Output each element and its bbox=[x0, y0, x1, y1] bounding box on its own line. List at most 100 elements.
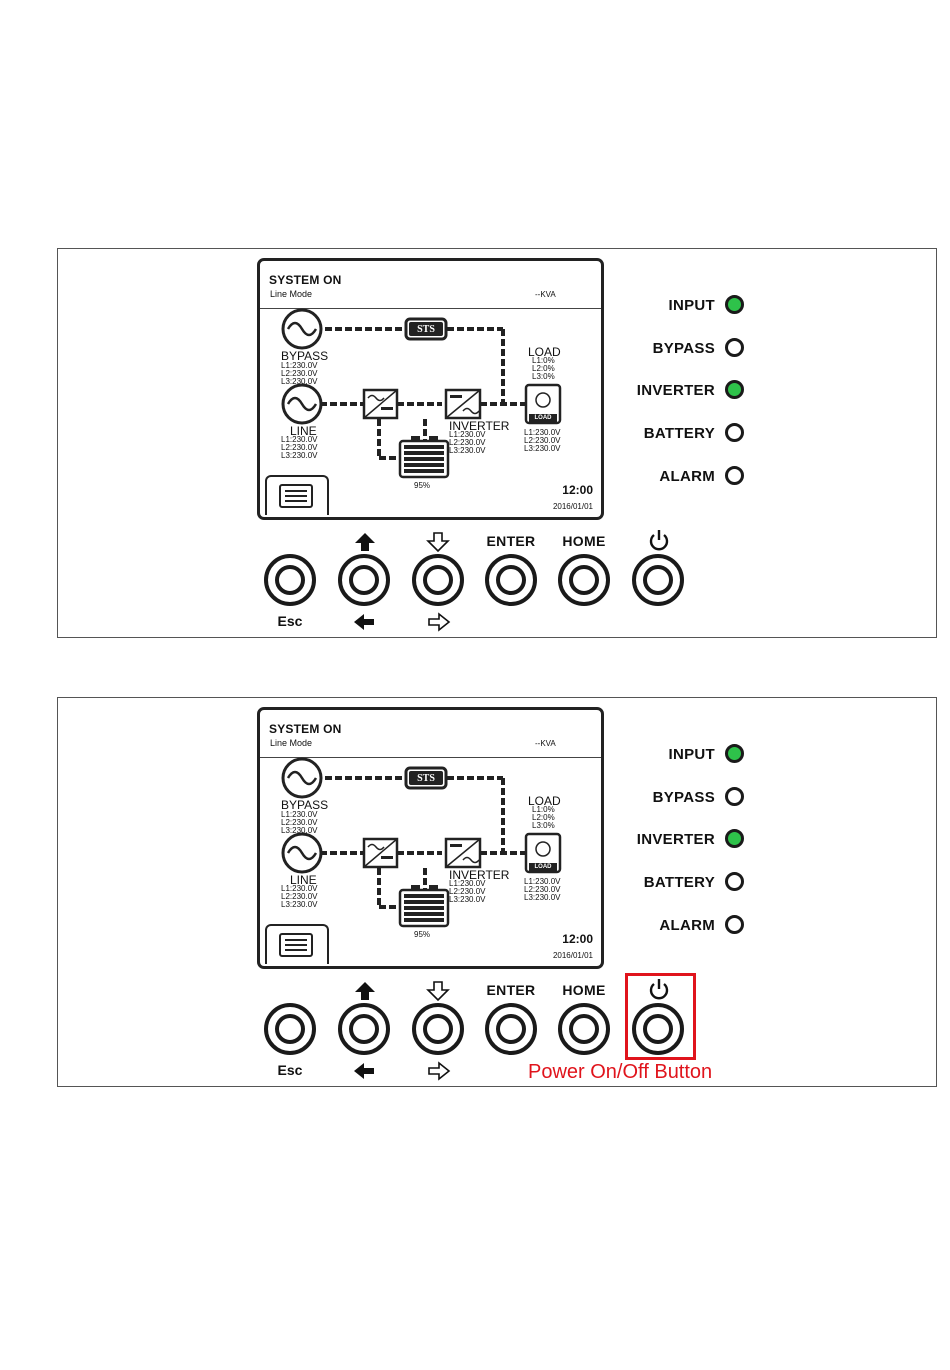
alarm-led-icon bbox=[725, 466, 744, 485]
keypad: Esc ENTER HOME bbox=[58, 529, 938, 639]
battery-percent: 95% bbox=[414, 930, 431, 939]
line-l1: L1:230.0V bbox=[281, 435, 318, 444]
led-row-battery: BATTERY bbox=[632, 421, 747, 447]
operation-mode: Line Mode bbox=[270, 289, 313, 299]
down-right-key[interactable] bbox=[412, 1003, 464, 1055]
inverter-l2: L2:230.0V bbox=[449, 887, 486, 896]
load-pct-l3: L3:0% bbox=[532, 372, 555, 381]
inverter-l3: L3:230.0V bbox=[449, 895, 486, 904]
lcd-header bbox=[260, 710, 601, 758]
led-label-battery: BATTERY bbox=[643, 425, 715, 442]
battery-led-icon bbox=[725, 872, 744, 891]
arrow-left-icon bbox=[354, 614, 374, 630]
power-button-highlight bbox=[625, 973, 696, 1060]
input-led-icon bbox=[725, 744, 744, 763]
led-row-bypass: BYPASS bbox=[632, 336, 747, 362]
load-pct-l1: L1:0% bbox=[532, 805, 555, 814]
up-left-key[interactable] bbox=[338, 554, 390, 606]
inverter-l1: L1:230.0V bbox=[449, 430, 486, 439]
esc-key-label: Esc bbox=[277, 1062, 303, 1078]
led-row-alarm: ALARM bbox=[632, 464, 747, 490]
arrow-down-icon bbox=[426, 532, 450, 553]
load-label: LOAD bbox=[528, 794, 561, 808]
keypad: Esc ENTER HOME bbox=[58, 978, 938, 1088]
load-label: LOAD bbox=[528, 345, 561, 359]
menu-tab[interactable] bbox=[265, 924, 329, 964]
bypass-led-icon bbox=[725, 338, 744, 357]
bypass-led-icon bbox=[725, 787, 744, 806]
led-row-battery: BATTERY bbox=[632, 870, 747, 896]
line-l2: L2:230.0V bbox=[281, 892, 318, 901]
clock-time: 12:00 bbox=[562, 932, 593, 946]
load-icon-text: LOAD bbox=[534, 864, 552, 870]
load-pct-l3: L3:0% bbox=[532, 821, 555, 830]
bypass-l2: L2:230.0V bbox=[281, 818, 318, 827]
home-key[interactable] bbox=[558, 1003, 610, 1055]
led-label-alarm: ALARM bbox=[659, 917, 715, 934]
bypass-label: BYPASS bbox=[281, 798, 329, 812]
kva-readout: --KVA bbox=[535, 739, 556, 748]
led-row-inverter: INVERTER bbox=[632, 378, 747, 404]
inverter-l2: L2:230.0V bbox=[449, 438, 486, 447]
power-icon bbox=[649, 530, 669, 551]
sts-label: STS bbox=[417, 773, 435, 784]
clock-date: 2016/01/01 bbox=[552, 951, 593, 960]
enter-key[interactable] bbox=[485, 554, 537, 606]
load-icon bbox=[524, 832, 562, 874]
load-v-l2: L2:230.0V bbox=[524, 436, 561, 445]
power-button-caption: Power On/Off Button bbox=[528, 1061, 713, 1083]
load-pct-l1: L1:0% bbox=[532, 356, 555, 365]
clock-time: 12:00 bbox=[562, 483, 593, 497]
system-status-title: SYSTEM ON bbox=[269, 722, 342, 736]
arrow-up-icon bbox=[355, 533, 375, 551]
led-label-bypass: BYPASS bbox=[652, 789, 715, 806]
home-key-label: HOME bbox=[562, 982, 606, 998]
system-status-title: SYSTEM ON bbox=[269, 273, 342, 287]
home-key-label: HOME bbox=[562, 533, 606, 549]
led-label-input: INPUT bbox=[668, 746, 715, 763]
load-pct-l2: L2:0% bbox=[532, 813, 555, 822]
enter-key[interactable] bbox=[485, 1003, 537, 1055]
line-l2: L2:230.0V bbox=[281, 443, 318, 452]
inverter-led-icon bbox=[725, 380, 744, 399]
power-key[interactable] bbox=[632, 1003, 684, 1055]
line-label: LINE bbox=[290, 873, 317, 887]
bypass-l3: L3:230.0V bbox=[281, 826, 318, 835]
power-key[interactable] bbox=[632, 554, 684, 606]
load-v-l3: L3:230.0V bbox=[524, 444, 561, 453]
bypass-l1: L1:230.0V bbox=[281, 810, 318, 819]
led-label-bypass: BYPASS bbox=[652, 340, 715, 357]
load-v-l2: L2:230.0V bbox=[524, 885, 561, 894]
power-icon bbox=[649, 979, 669, 1000]
power-flow-diagram bbox=[281, 757, 562, 928]
led-label-alarm: ALARM bbox=[659, 468, 715, 485]
battery-percent: 95% bbox=[414, 481, 431, 490]
lcd-screen: SYSTEM ON Line Mode --KVA bbox=[257, 258, 604, 520]
esc-key[interactable] bbox=[264, 1003, 316, 1055]
esc-key[interactable] bbox=[264, 554, 316, 606]
led-label-inverter: INVERTER bbox=[636, 382, 715, 399]
down-right-key[interactable] bbox=[412, 554, 464, 606]
arrow-right-icon bbox=[428, 1061, 451, 1081]
led-label-inverter: INVERTER bbox=[636, 831, 715, 848]
battery-led-icon bbox=[725, 423, 744, 442]
ups-panel-2: SYSTEM ON Line Mode --KVA bbox=[57, 697, 937, 1087]
load-v-l1: L1:230.0V bbox=[524, 428, 561, 437]
led-row-input: INPUT bbox=[632, 742, 747, 768]
kva-readout: --KVA bbox=[535, 290, 556, 299]
led-row-input: INPUT bbox=[632, 293, 747, 319]
up-left-key[interactable] bbox=[338, 1003, 390, 1055]
bypass-l2: L2:230.0V bbox=[281, 369, 318, 378]
bypass-l3: L3:230.0V bbox=[281, 377, 318, 386]
bypass-label: BYPASS bbox=[281, 349, 329, 363]
home-key[interactable] bbox=[558, 554, 610, 606]
inverter-label: INVERTER bbox=[449, 419, 510, 433]
operation-mode: Line Mode bbox=[270, 738, 313, 748]
enter-key-label: ENTER bbox=[486, 982, 536, 998]
led-row-bypass: BYPASS bbox=[632, 785, 747, 811]
menu-tab[interactable] bbox=[265, 475, 329, 515]
esc-key-label: Esc bbox=[277, 613, 303, 629]
bypass-l1: L1:230.0V bbox=[281, 361, 318, 370]
lcd-header bbox=[260, 261, 601, 309]
input-led-icon bbox=[725, 295, 744, 314]
